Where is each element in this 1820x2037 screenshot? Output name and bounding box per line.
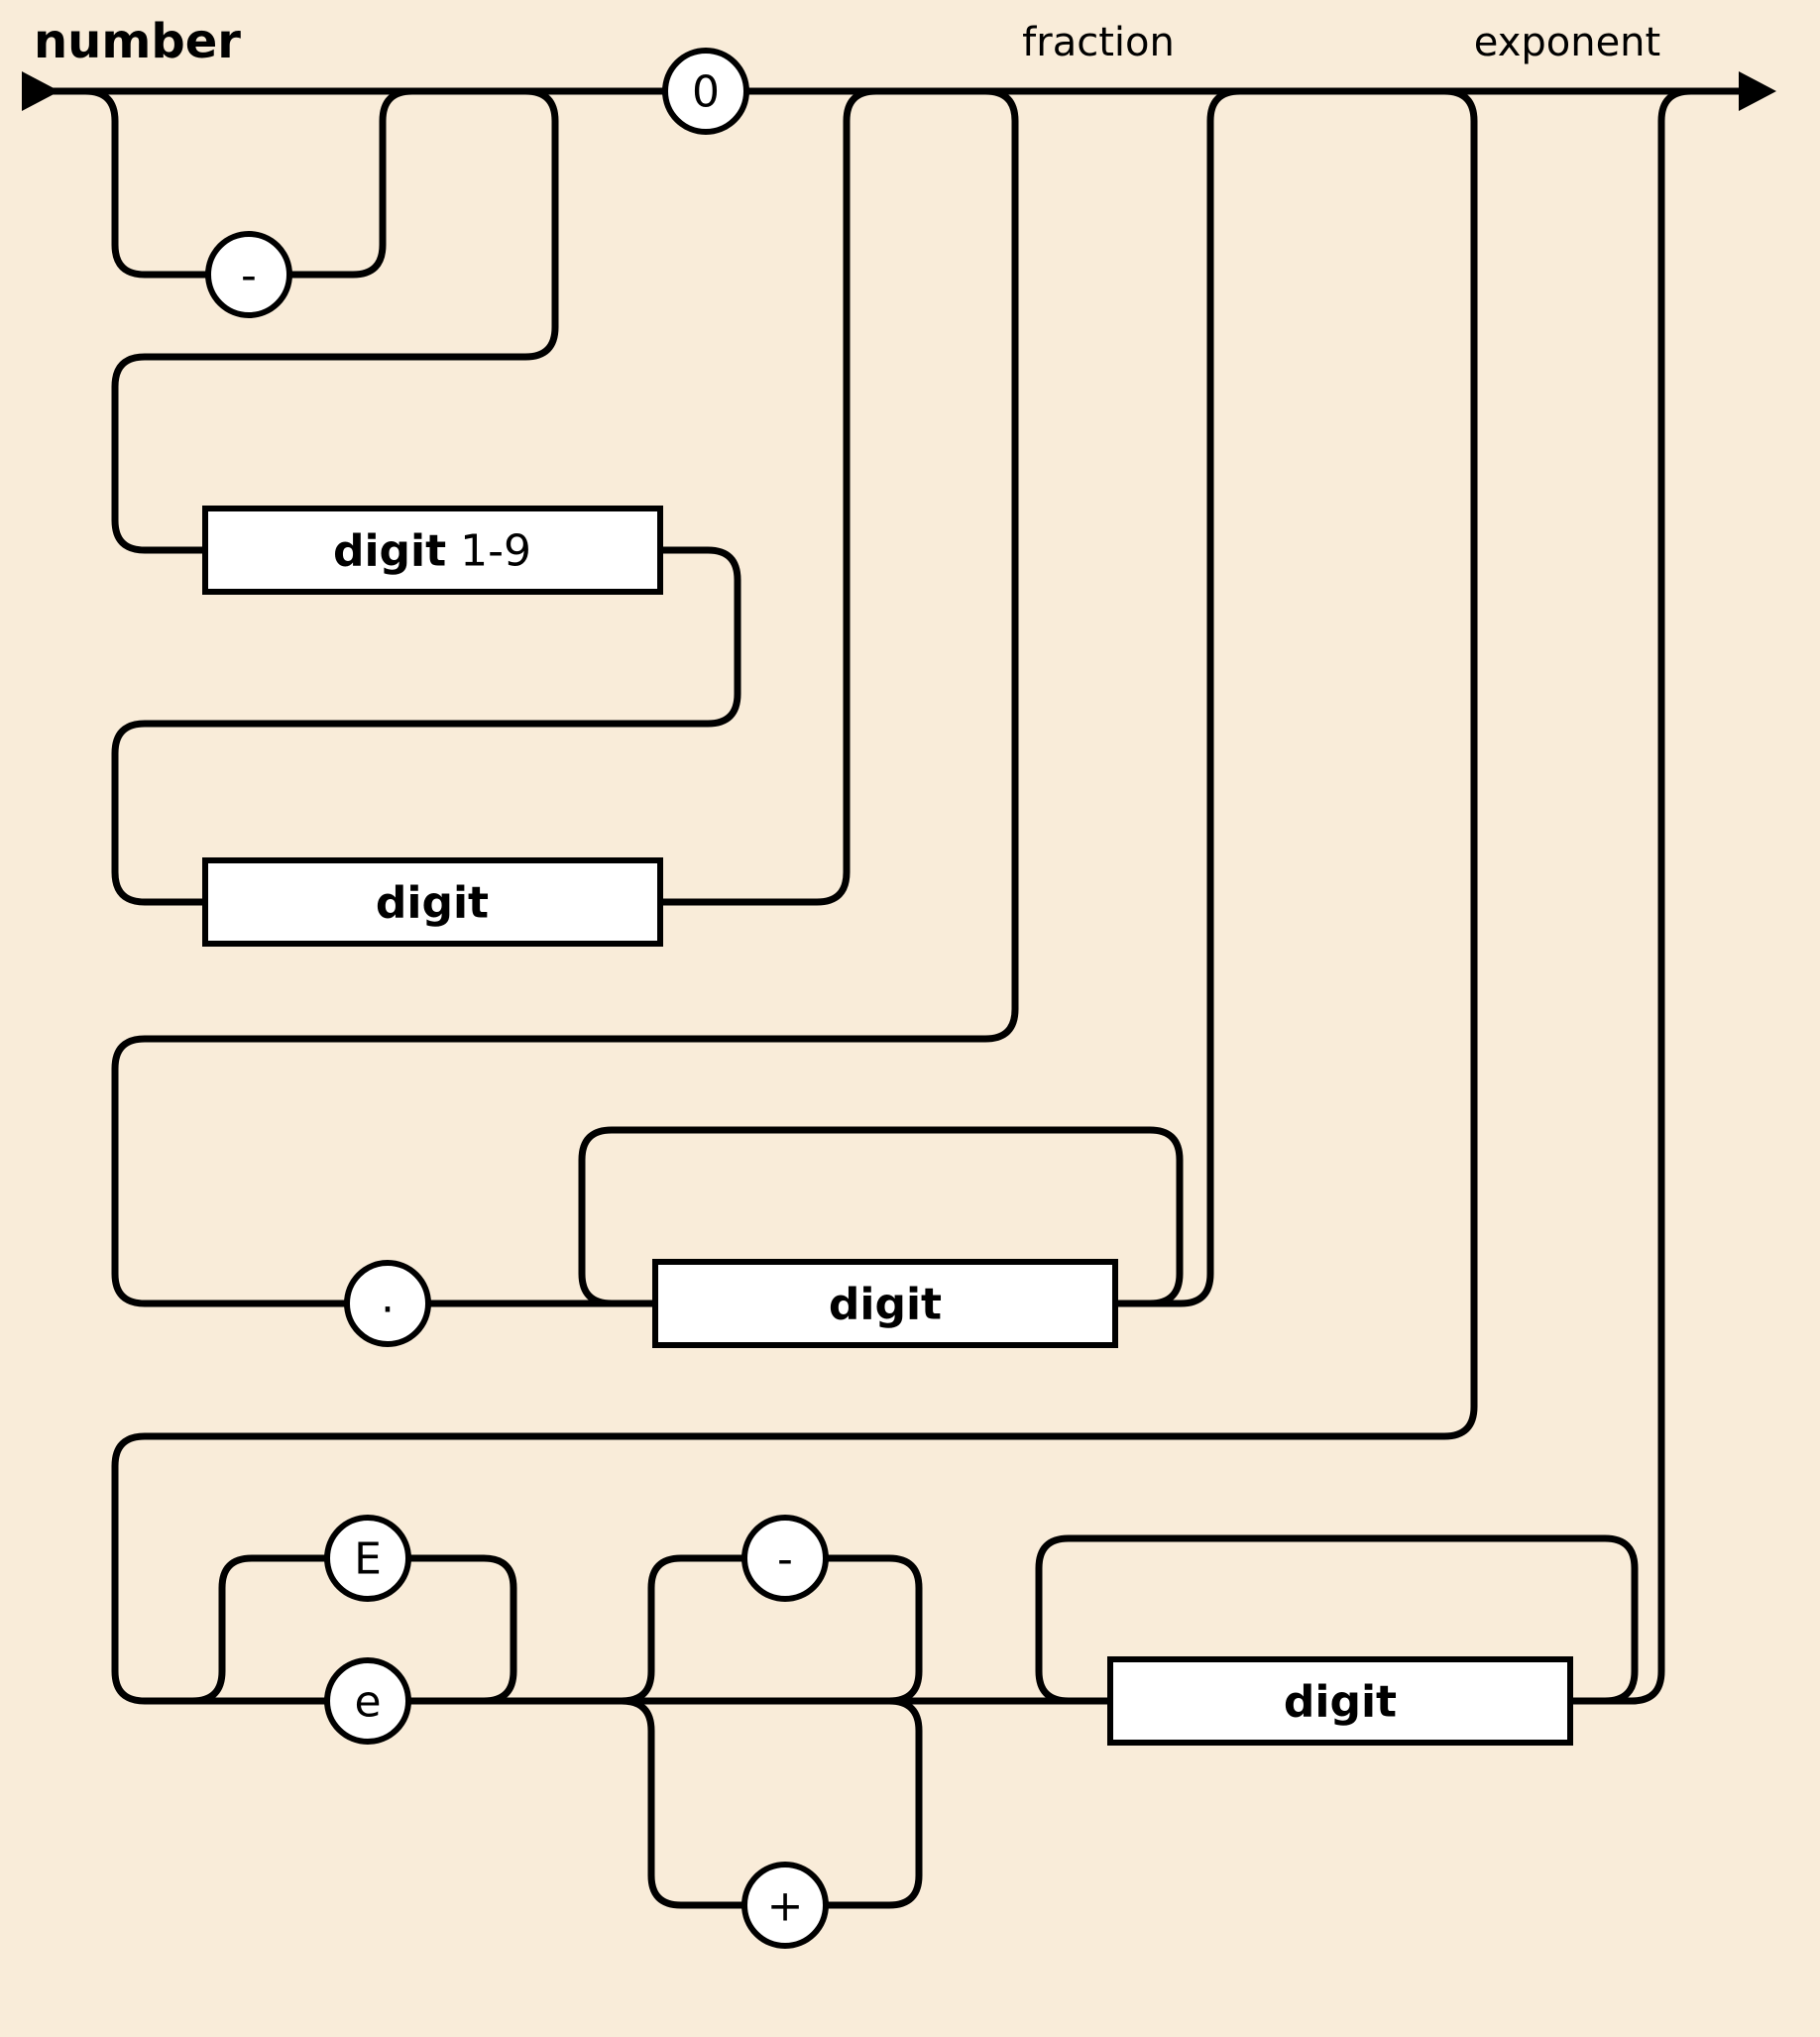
nonterminal-int-digit: digit: [202, 857, 663, 947]
terminal-lower-e-label: e: [354, 1676, 381, 1727]
rail-int-return: [660, 87, 877, 906]
rail-int-chain: [111, 546, 741, 906]
rail-int-branch: [111, 87, 559, 554]
terminal-dot-label: .: [381, 1272, 395, 1322]
rail-fraction-loop: [578, 1126, 1184, 1307]
terminal-exp-minus-circle: [741, 1515, 829, 1602]
rail-fraction-branch: [111, 87, 1019, 1307]
entry-arrow-icon: [22, 71, 59, 111]
section-label-fraction: fraction: [1022, 20, 1175, 65]
terminal-exp-plus-label: +: [767, 1880, 804, 1931]
terminal-minus: -: [205, 231, 292, 318]
nonterminal-exp-digit-box: [1107, 1656, 1573, 1746]
nonterminal-frac-digit-box: [652, 1259, 1118, 1348]
nonterminal-frac-digit: digit: [652, 1259, 1118, 1348]
terminal-lower-e: e: [324, 1657, 411, 1745]
rail-fraction-return: [1115, 87, 1241, 1307]
nonterminal-exp-digit-label: digit: [1284, 1676, 1397, 1727]
terminal-exp-plus-circle: [741, 1862, 829, 1949]
terminal-exp-minus-label: -: [777, 1533, 793, 1584]
terminal-exp-plus: +: [741, 1862, 829, 1949]
section-label-exponent: exponent: [1474, 20, 1660, 65]
nonterminal-int-digit-label: digit: [376, 877, 489, 928]
rail-exponent-return: [1570, 87, 1692, 1705]
terminal-minus-label: -: [241, 250, 257, 300]
nonterminal-frac-digit-label: digit: [829, 1279, 942, 1329]
terminal-dot: .: [344, 1260, 431, 1347]
terminal-upper-e-circle: [324, 1515, 411, 1602]
terminal-zero-circle: [662, 48, 749, 135]
terminal-upper-e: E: [324, 1515, 411, 1602]
rail-exponent-loop: [1035, 1534, 1639, 1705]
terminal-minus-circle: [205, 231, 292, 318]
terminal-zero: 0: [662, 48, 749, 135]
terminal-lower-e-circle: [324, 1657, 411, 1745]
rail-exponent-branch: [111, 87, 1478, 1705]
nonterminal-int-digit-box: [202, 857, 663, 947]
nonterminal-exp-digit: digit: [1107, 1656, 1573, 1746]
diagram-title: number: [34, 14, 241, 69]
terminal-upper-e-label: E: [354, 1533, 382, 1584]
terminal-exp-minus: -: [741, 1515, 829, 1602]
exit-arrow-icon: [1739, 71, 1776, 111]
terminal-dot-circle: [344, 1260, 431, 1347]
terminal-zero-label: 0: [692, 66, 720, 117]
nonterminal-digit-1-9-box: [202, 506, 663, 595]
